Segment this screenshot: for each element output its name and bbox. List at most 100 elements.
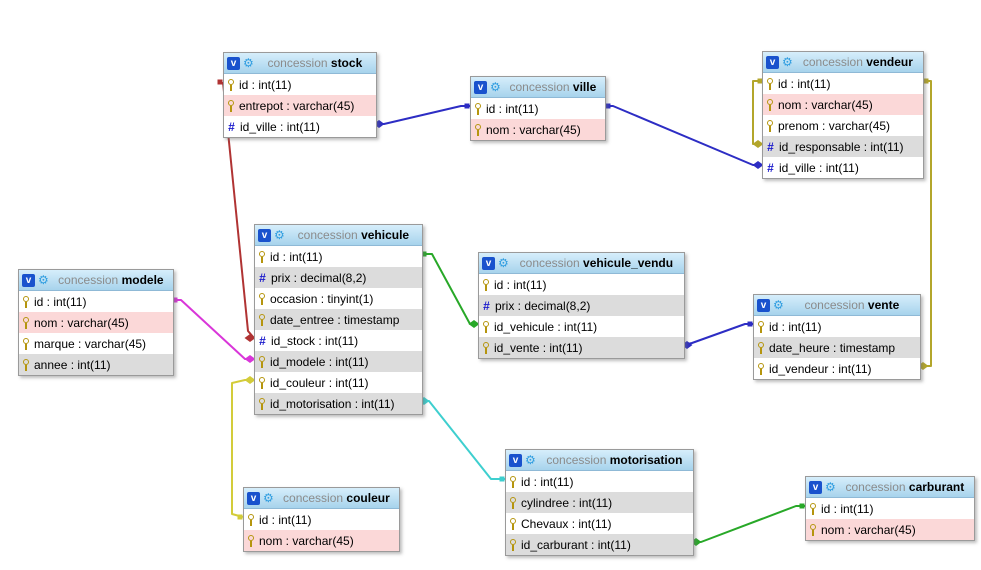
table-title: concession vente [802, 298, 903, 312]
collapse-icon[interactable]: v [22, 273, 35, 287]
field-row-vendeur-id_ville[interactable]: id_ville : int(11) [763, 157, 923, 178]
collapse-icon[interactable]: v [247, 491, 260, 505]
relation-vehicule_vendu.id_vente->vente.id [681, 321, 753, 349]
field-row-vehicule-id[interactable]: id : int(11) [255, 246, 422, 267]
collapse-icon[interactable]: v [482, 256, 495, 270]
field-row-ville-nom[interactable]: nom : varchar(45) [471, 119, 605, 140]
table-title: concession modele [55, 273, 166, 287]
table-stock[interactable]: v concession stock id : int(11)entrepot … [223, 52, 377, 138]
field-row-ville-id[interactable]: id : int(11) [471, 98, 605, 119]
field-row-motorisation-Chevaux[interactable]: Chevaux : int(11) [506, 513, 693, 534]
key-icon [22, 337, 30, 351]
field-row-motorisation-cylindree[interactable]: cylindree : int(11) [506, 492, 693, 513]
collapse-icon[interactable]: v [227, 56, 240, 70]
fk-diamond-marker [244, 334, 256, 342]
table-header[interactable]: v concession stock [224, 53, 376, 74]
field-row-couleur-nom[interactable]: nom : varchar(45) [244, 530, 399, 551]
field-row-vehicule-id_motorisation[interactable]: id_motorisation : int(11) [255, 393, 422, 414]
field-label: nom : varchar(45) [486, 122, 581, 137]
fk-diamond-marker [468, 320, 480, 328]
collapse-icon[interactable]: v [509, 453, 522, 467]
key-icon [22, 295, 30, 309]
collapse-icon[interactable]: v [474, 80, 487, 94]
field-row-vente-date_heure[interactable]: date_heure : timestamp [754, 337, 920, 358]
table-vehicule_vendu[interactable]: v concession vehicule_vendu id : int(11)… [478, 252, 685, 359]
table-header[interactable]: v concession couleur [244, 488, 399, 509]
field-row-vehicule-id_stock[interactable]: id_stock : int(11) [255, 330, 422, 351]
field-label: id : int(11) [270, 249, 323, 264]
field-row-vehicule-prix[interactable]: prix : decimal(8,2) [255, 267, 422, 288]
field-row-modele-nom[interactable]: nom : varchar(45) [19, 312, 173, 333]
field-row-vendeur-id[interactable]: id : int(11) [763, 73, 923, 94]
gear-icon[interactable] [782, 56, 793, 68]
gear-icon[interactable] [825, 481, 836, 493]
field-row-vehicule-id_modele[interactable]: id_modele : int(11) [255, 351, 422, 372]
table-header[interactable]: v concession vendeur [763, 52, 923, 73]
collapse-icon[interactable]: v [766, 55, 779, 69]
gear-icon[interactable] [525, 454, 536, 466]
field-row-modele-id[interactable]: id : int(11) [19, 291, 173, 312]
collapse-icon[interactable]: v [757, 298, 770, 312]
table-header[interactable]: v concession ville [471, 77, 605, 98]
gear-icon[interactable] [263, 492, 274, 504]
field-row-stock-id[interactable]: id : int(11) [224, 74, 376, 95]
field-row-modele-marque[interactable]: marque : varchar(45) [19, 333, 173, 354]
field-row-vehicule_vendu-id_vehicule[interactable]: id_vehicule : int(11) [479, 316, 684, 337]
field-label: id : int(11) [778, 76, 831, 91]
field-row-motorisation-id[interactable]: id : int(11) [506, 471, 693, 492]
table-header[interactable]: v concession vente [754, 295, 920, 316]
field-row-modele-annee[interactable]: annee : int(11) [19, 354, 173, 375]
table-header[interactable]: v concession vehicule_vendu [479, 253, 684, 274]
field-row-motorisation-id_carburant[interactable]: id_carburant : int(11) [506, 534, 693, 555]
field-row-vehicule-occasion[interactable]: occasion : tinyint(1) [255, 288, 422, 309]
table-header[interactable]: v concession vehicule [255, 225, 422, 246]
hash-icon [258, 271, 267, 285]
table-header[interactable]: v concession carburant [806, 477, 974, 498]
key-icon [474, 123, 482, 137]
field-row-vehicule-id_couleur[interactable]: id_couleur : int(11) [255, 372, 422, 393]
gear-icon[interactable] [38, 274, 49, 286]
gear-icon[interactable] [773, 299, 784, 311]
gear-icon[interactable] [274, 229, 285, 241]
collapse-icon[interactable]: v [258, 228, 271, 242]
field-row-stock-entrepot[interactable]: entrepot : varchar(45) [224, 95, 376, 116]
field-label: id_ville : int(11) [240, 119, 320, 134]
table-ville[interactable]: v concession ville id : int(11) nom : var… [470, 76, 606, 141]
gear-icon[interactable] [490, 81, 501, 93]
table-header[interactable]: v concession motorisation [506, 450, 693, 471]
field-row-vehicule_vendu-id[interactable]: id : int(11) [479, 274, 684, 295]
key-icon [482, 320, 490, 334]
key-icon [258, 355, 266, 369]
table-header[interactable]: v concession modele [19, 270, 173, 291]
pk-square-marker [757, 78, 763, 84]
key-icon [22, 316, 30, 330]
field-row-vendeur-id_responsable[interactable]: id_responsable : int(11) [763, 136, 923, 157]
table-vendeur[interactable]: v concession vendeur id : int(11) nom : v… [762, 51, 924, 179]
table-vehicule[interactable]: v concession vehicule id : int(11) prix :… [254, 224, 423, 415]
field-label: id_couleur : int(11) [270, 375, 369, 390]
field-row-vehicule_vendu-id_vente[interactable]: id_vente : int(11) [479, 337, 684, 358]
table-modele[interactable]: v concession modele id : int(11)nom : va… [18, 269, 174, 376]
field-row-couleur-id[interactable]: id : int(11) [244, 509, 399, 530]
field-row-carburant-id[interactable]: id : int(11) [806, 498, 974, 519]
field-row-vente-id[interactable]: id : int(11) [754, 316, 920, 337]
field-row-stock-id_ville[interactable]: id_ville : int(11) [224, 116, 376, 137]
gear-icon[interactable] [243, 57, 254, 69]
table-title: concession couleur [280, 491, 393, 505]
pk-square-marker [799, 503, 805, 509]
field-label: id_stock : int(11) [271, 333, 359, 348]
table-title: concession ville [507, 80, 600, 94]
hash-icon [766, 161, 775, 175]
table-motorisation[interactable]: v concession motorisation id : int(11)cy… [505, 449, 694, 556]
table-vente[interactable]: v concession vente id : int(11)date_heur… [753, 294, 921, 380]
table-couleur[interactable]: v concession couleur id : int(11)nom : v… [243, 487, 400, 552]
collapse-icon[interactable]: v [809, 480, 822, 494]
table-carburant[interactable]: v concession carburant id : int(11)nom :… [805, 476, 975, 541]
gear-icon[interactable] [498, 257, 509, 269]
field-row-vendeur-nom[interactable]: nom : varchar(45) [763, 94, 923, 115]
field-row-vehicule-date_entree[interactable]: date_entree : timestamp [255, 309, 422, 330]
field-row-carburant-nom[interactable]: nom : varchar(45) [806, 519, 974, 540]
field-row-vendeur-prenom[interactable]: prenom : varchar(45) [763, 115, 923, 136]
field-row-vente-id_vendeur[interactable]: id_vendeur : int(11) [754, 358, 920, 379]
field-row-vehicule_vendu-prix[interactable]: prix : decimal(8,2) [479, 295, 684, 316]
